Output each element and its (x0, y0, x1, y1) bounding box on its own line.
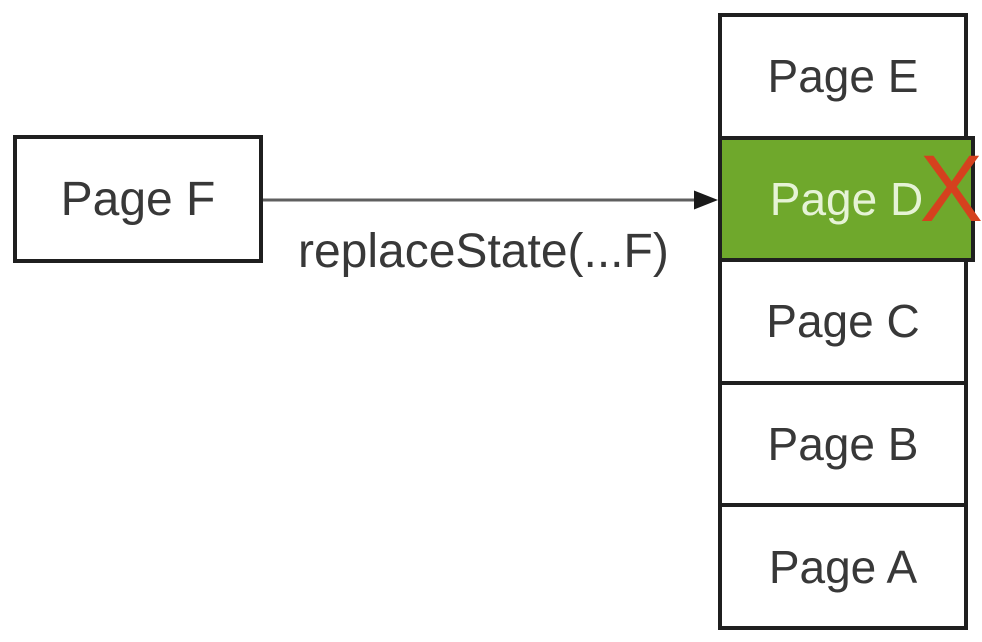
history-stack-item: Page C (718, 258, 968, 385)
history-stack-item-label: Page B (767, 418, 919, 471)
history-stack-item-label: Page E (767, 50, 919, 103)
history-stack-item-label: Page D (769, 172, 924, 225)
history-stack-item: Page D X (718, 135, 982, 263)
history-stack-item-label: Page A (768, 540, 918, 593)
history-stack-item: Page E (718, 13, 968, 140)
source-page-label: Page F (60, 172, 216, 226)
replace-arrow-icon (263, 190, 718, 210)
history-stack-item-label: Page C (766, 295, 920, 348)
history-stack-item: Page B (718, 380, 968, 508)
replace-arrow-label: replaceState(...F) (298, 225, 669, 278)
history-stack: Page E Page D X Page C Page B Page A (718, 13, 982, 630)
removed-x-icon: X (919, 135, 982, 242)
history-stack-item: Page A (718, 503, 968, 630)
source-page-box: Page F (13, 135, 263, 263)
